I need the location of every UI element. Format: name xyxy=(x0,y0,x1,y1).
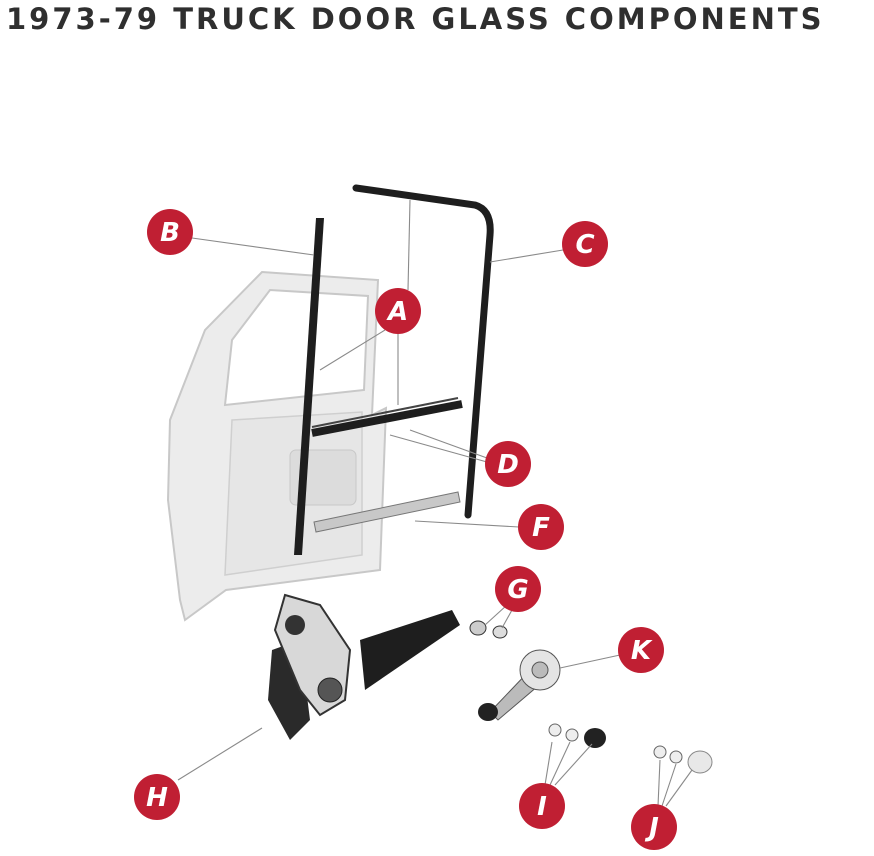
part-c-run-channel xyxy=(352,184,494,519)
part-i-knob-kit-black xyxy=(548,723,606,748)
callout-d[interactable]: D xyxy=(485,441,531,487)
svg-text:K: K xyxy=(631,636,653,666)
part-g-rollers xyxy=(469,620,508,639)
part-f-sash-channel xyxy=(313,491,461,533)
callout-a[interactable]: A xyxy=(375,288,421,334)
svg-text:C: C xyxy=(575,230,594,260)
callout-b[interactable]: B xyxy=(147,209,193,255)
page-title: 1973-79 TRUCK DOOR GLASS COMPONENTS xyxy=(6,2,825,36)
part-j-knob-kit-chrome xyxy=(653,745,713,774)
svg-text:A: A xyxy=(386,297,408,327)
svg-text:I: I xyxy=(537,792,547,822)
svg-text:H: H xyxy=(146,783,168,813)
callout-i[interactable]: I xyxy=(519,783,565,829)
callout-k[interactable]: K xyxy=(618,627,664,673)
callout-g[interactable]: G xyxy=(495,566,541,612)
callout-h[interactable]: H xyxy=(134,774,180,820)
part-k-window-crank xyxy=(478,649,561,721)
callout-j[interactable]: J xyxy=(631,804,677,850)
part-b-run-channel xyxy=(294,218,324,555)
callout-f[interactable]: F xyxy=(518,504,564,550)
part-d-weatherstrip xyxy=(311,400,463,437)
svg-text:F: F xyxy=(532,513,550,543)
part-h-window-regulator xyxy=(268,593,460,740)
callout-c[interactable]: C xyxy=(562,221,608,267)
leader-lines xyxy=(177,199,693,807)
door-shell xyxy=(166,270,388,622)
svg-text:B: B xyxy=(160,218,180,248)
svg-text:G: G xyxy=(507,575,528,605)
svg-text:D: D xyxy=(497,450,519,480)
